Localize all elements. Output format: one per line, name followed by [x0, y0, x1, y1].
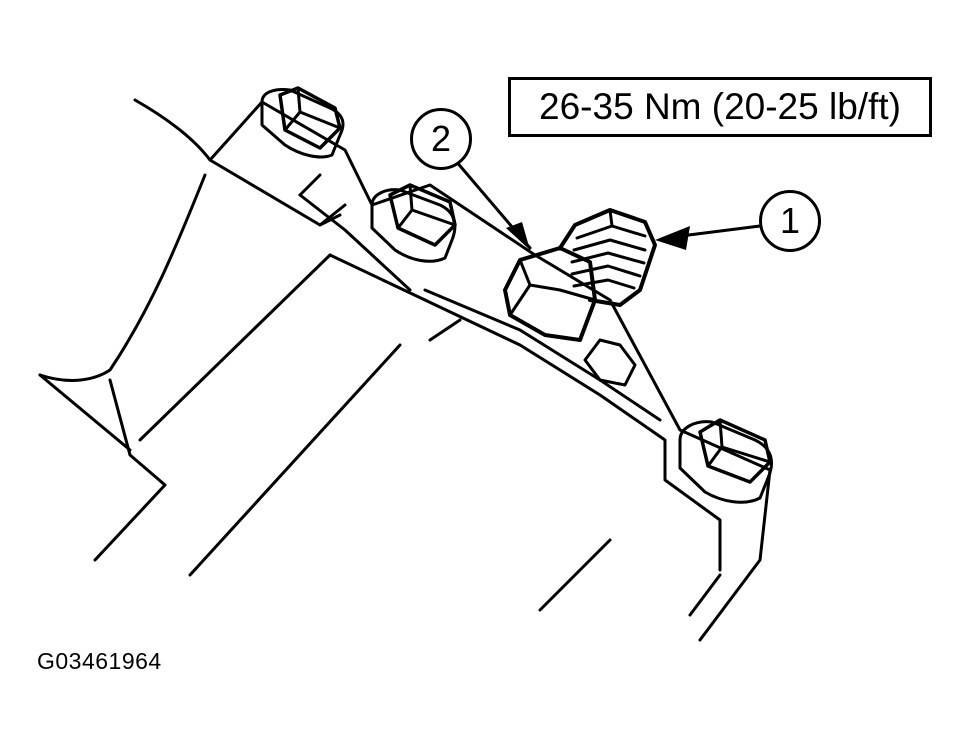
housing-outline: [133, 98, 772, 642]
body-line-3: [538, 538, 612, 612]
arrowhead-1: [655, 226, 690, 250]
callout-1: 1: [759, 190, 821, 252]
bolt-middle: [370, 183, 457, 263]
torque-spec-text: 26-35 Nm (20-25 lb/ft): [539, 86, 901, 127]
flange-body: [328, 253, 722, 572]
torque-spec-box: 26-35 Nm (20-25 lb/ft): [508, 77, 932, 137]
arrowhead-2: [506, 222, 530, 250]
body-line-1: [138, 253, 332, 442]
callout-2-label: 2: [430, 118, 452, 159]
housing-left-slant: [38, 373, 132, 452]
body-line-4: [688, 573, 722, 617]
bolt-top-left: [260, 86, 345, 159]
callout-1-label: 1: [779, 200, 801, 241]
figure-id: G03461964: [37, 648, 162, 674]
flange-top-edge-2: [298, 193, 412, 292]
housing-left-lower: [93, 378, 167, 562]
fitting-assembly: [503, 208, 657, 387]
body-line-2: [188, 343, 402, 577]
body-line-6: [298, 173, 322, 197]
body-line-5: [428, 318, 462, 342]
bolt-right: [678, 418, 773, 504]
callout-2: 2: [410, 108, 472, 170]
body-line-7: [318, 213, 342, 227]
flange-edge-b: [423, 288, 662, 422]
housing-left-edge: [38, 173, 207, 382]
